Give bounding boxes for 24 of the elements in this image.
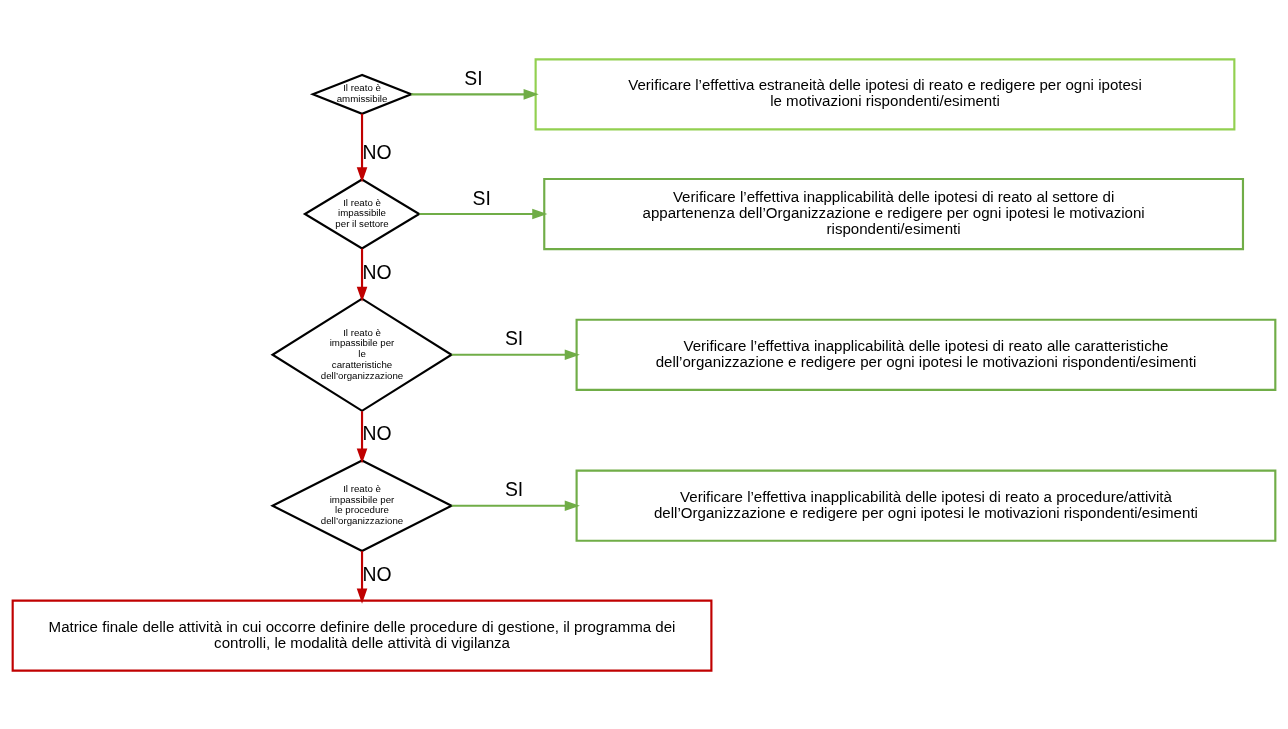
edge-label: SI	[504, 326, 524, 349]
edge-label: NO	[362, 140, 392, 163]
arrow	[356, 410, 368, 464]
node-box: Verificare l’effettiva inapplicabilità delle ipotesi di reato a procedure/attività dell’Organizzazione e redigere per ogni ipotesi le motivazioni rispondenti/esimenti	[575, 469, 1277, 542]
node-box: Verificare l’effettiva estraneità delle ipotesi di reato e redigere per ogni ipotesi le motivazioni rispondenti/esimenti	[534, 57, 1236, 130]
edge-label: NO	[362, 260, 392, 283]
node-box: Verificare l’effettiva inapplicabilità delle ipotesi di reato alle caratteristiche dell’organizzazione e redigere per ogni ipotesi le motivazioni rispondenti/esimenti	[575, 318, 1277, 391]
arrow	[451, 499, 580, 511]
edge-label: SI	[504, 477, 524, 500]
node-box: Verificare l’effettiva inapplicabilità delle ipotesi di reato al settore di appartenenza dell’Organizzazione e redigere per ogni ipotesi le motivazioni rispondenti/esimenti	[543, 177, 1245, 250]
edge-label: NO	[362, 421, 392, 444]
edge-label: SI	[472, 186, 491, 209]
edge-label: NO	[362, 562, 392, 585]
arrow	[356, 550, 368, 604]
arrow	[411, 88, 539, 100]
arrow	[419, 208, 548, 219]
arrow	[451, 348, 580, 360]
arrow	[356, 248, 368, 302]
arrow	[356, 113, 368, 182]
node-diamond: Il reato è impassibile per le procedure dell’organizzazione	[270, 458, 454, 552]
node-box: Matrice finale delle attività in cui occorre definire delle procedure di gestione, il programma dei controlli, le modalità delle attività di vigilanza	[11, 599, 713, 672]
edge-label: SI	[464, 66, 483, 89]
node-diamond: Il reato è impassibile per le caratteristiche dell’organizzazione	[270, 296, 454, 412]
node-diamond: Il reato è impassibile per il settore	[302, 177, 422, 250]
